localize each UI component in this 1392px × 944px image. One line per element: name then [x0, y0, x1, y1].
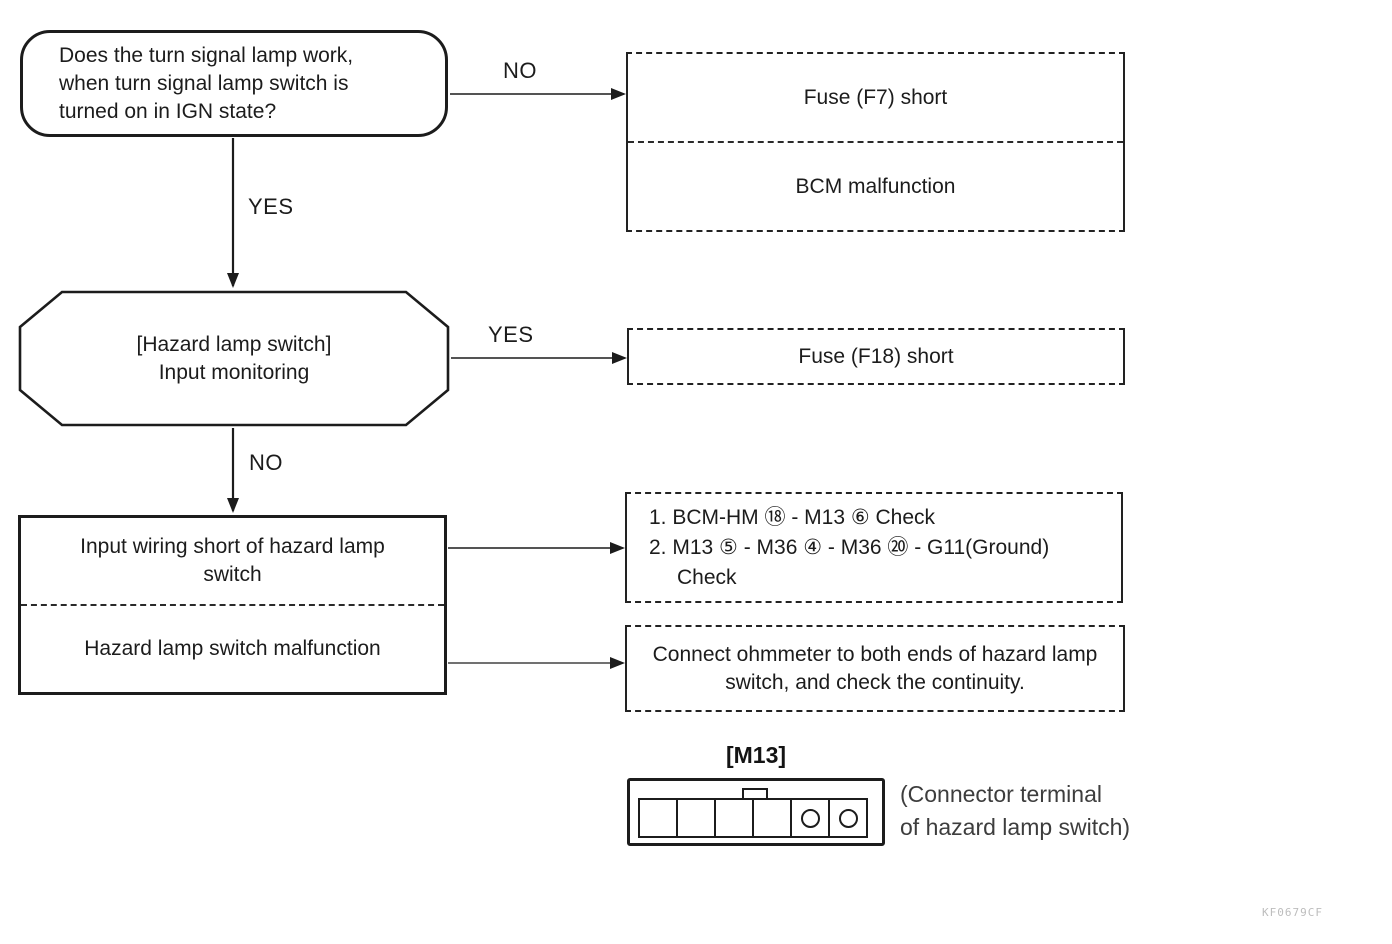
cause-text: Hazard lamp switch malfunction — [84, 637, 381, 660]
check-step: 1. BCM-HM ⑱ - M13 ⑥ Check — [649, 505, 936, 529]
cause-row: Hazard lamp switch malfunction — [21, 604, 444, 692]
node-causes: Input wiring short of hazard lamp switch… — [18, 515, 447, 695]
node-check-wiring: 1. BCM-HM ⑱ - M13 ⑥ Check 2. M13 ⑤ - M36… — [625, 492, 1123, 603]
connector-title: [M13] — [725, 742, 787, 768]
branch-label-no: NO — [249, 450, 283, 475]
branch-label-no: NO — [503, 58, 537, 83]
check-step: Check — [677, 565, 737, 589]
connector-cell — [828, 798, 868, 838]
octagon-line: Input monitoring — [158, 360, 310, 384]
node-result-fuse-f7-bcm: Fuse (F7) short BCM malfunction — [626, 52, 1125, 232]
connector-cell — [752, 798, 792, 838]
page-code: KF0679CF — [1262, 906, 1323, 919]
result-row: Fuse (F18) short — [629, 330, 1123, 383]
connector-cell — [790, 798, 830, 838]
node-check-ohmmeter: Connect ohmmeter to both ends of hazard … — [625, 625, 1125, 712]
result-text: Fuse (F18) short — [798, 344, 954, 368]
branch-label-yes: YES — [248, 194, 294, 219]
question-line: turned on in IGN state? — [59, 99, 277, 123]
connector-cell — [714, 798, 754, 838]
question-line: when turn signal lamp switch is — [59, 71, 349, 95]
result-text: BCM malfunction — [795, 174, 956, 198]
result-row: Fuse (F7) short — [628, 54, 1123, 141]
check-text: Connect ohmmeter to both ends of hazard … — [652, 642, 1098, 694]
branch-label-yes: YES — [488, 322, 534, 347]
terminal-circle — [800, 808, 820, 828]
question-line: Does the turn signal lamp work, — [59, 43, 354, 67]
cause-row: Input wiring short of hazard lamp switch — [21, 518, 444, 604]
connector-caption: (Connector terminal of hazard lamp switc… — [900, 778, 1130, 844]
connector-cell — [676, 798, 716, 838]
node-question-turn-signal: Does the turn signal lamp work, when tur… — [20, 30, 448, 137]
result-row: BCM malfunction — [628, 141, 1123, 230]
connector-lock-tab — [742, 788, 768, 800]
connector-cells — [638, 798, 868, 838]
check-step: 2. M13 ⑤ - M36 ④ - M36 ⑳ - G11(Ground) — [649, 535, 1050, 559]
result-text: Fuse (F7) short — [803, 85, 948, 109]
node-result-fuse-f18: Fuse (F18) short — [627, 328, 1125, 385]
caption-line: (Connector terminal — [900, 781, 1102, 807]
cause-text: Input wiring short of hazard lamp switch — [80, 535, 385, 586]
node-hazard-input-monitoring: [Hazard lamp switch] Input monitoring — [18, 290, 450, 427]
terminal-circle — [838, 808, 858, 828]
octagon-outline — [18, 290, 450, 427]
octagon-line: [Hazard lamp switch] — [136, 332, 332, 356]
connector-m13-drawing — [627, 778, 885, 846]
connector-cell — [638, 798, 678, 838]
caption-line: of hazard lamp switch) — [900, 814, 1131, 840]
